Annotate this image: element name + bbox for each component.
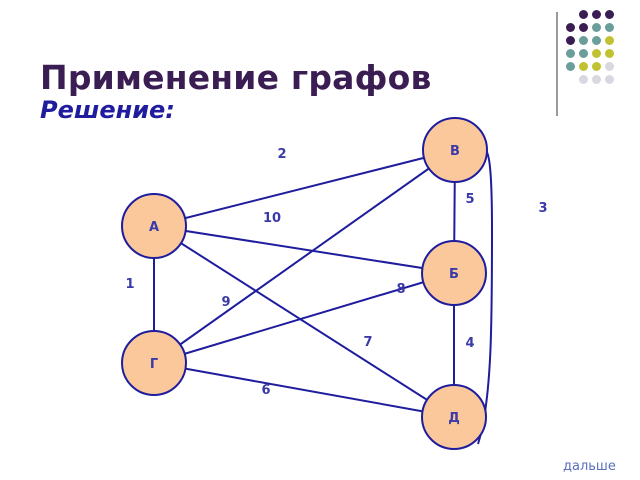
edge-weight-d-v: 3 — [538, 201, 547, 216]
decorative-dot-grid — [566, 10, 638, 110]
edge-weight-a-g: 1 — [125, 277, 134, 292]
decorative-dot — [579, 36, 588, 45]
node-label-a: А — [149, 220, 159, 235]
edge-weight-g-v: 9 — [221, 295, 230, 310]
node-v — [422, 117, 488, 183]
decorative-dot — [592, 62, 601, 71]
decorative-divider — [556, 12, 558, 116]
decorative-dot — [579, 62, 588, 71]
edge-weight-a-v: 2 — [277, 147, 286, 162]
decorative-dot — [592, 36, 601, 45]
edge-a-v — [153, 149, 456, 227]
node-b — [421, 240, 487, 306]
node-label-b: Б — [449, 267, 459, 282]
decorative-dot — [592, 10, 601, 19]
page-title: Применение графов — [40, 58, 432, 97]
decorative-dot — [579, 23, 588, 32]
graph-nodes: А В Б Г Д — [121, 117, 488, 450]
node-label-g: Г — [150, 357, 158, 372]
edge-d-v — [477, 149, 494, 445]
node-d — [421, 384, 487, 450]
decorative-dot — [605, 75, 614, 84]
node-g — [121, 330, 187, 396]
decorative-dot — [605, 62, 614, 71]
decorative-dot — [579, 75, 588, 84]
edge-a-d — [153, 225, 455, 418]
edge-g-b — [153, 272, 455, 364]
decorative-dot — [605, 10, 614, 19]
edge-weight-v-b: 5 — [465, 192, 474, 207]
node-label-v: В — [450, 144, 460, 159]
decorative-dot — [579, 49, 588, 58]
decorative-dot — [605, 49, 614, 58]
decorative-dot — [566, 62, 575, 71]
decorative-dot — [579, 10, 588, 19]
decorative-dot — [605, 23, 614, 32]
edge-g-v — [153, 149, 456, 364]
decorative-dot — [605, 36, 614, 45]
edge-weight-g-d: 6 — [261, 383, 270, 398]
edge-g-d — [153, 362, 455, 418]
page-subtitle: Решение: — [40, 96, 175, 124]
node-a — [121, 193, 187, 259]
edge-weight-a-b: 10 — [263, 211, 281, 226]
node-label-d: Д — [448, 411, 460, 426]
decorative-dot — [566, 23, 575, 32]
decorative-dot — [592, 23, 601, 32]
decorative-dot — [566, 36, 575, 45]
edge-a-b — [153, 225, 455, 274]
decorative-dot — [566, 49, 575, 58]
decorative-dot — [592, 75, 601, 84]
edge-weight-a-d: 7 — [363, 335, 372, 350]
edge-weight-b-d: 4 — [465, 336, 474, 351]
decorative-dot — [592, 49, 601, 58]
edge-weight-g-b: 8 — [396, 282, 405, 297]
graph-edge-weights: 2 10 1 7 9 8 6 5 4 3 — [125, 147, 547, 398]
next-slide-link[interactable]: дальше — [563, 459, 616, 474]
